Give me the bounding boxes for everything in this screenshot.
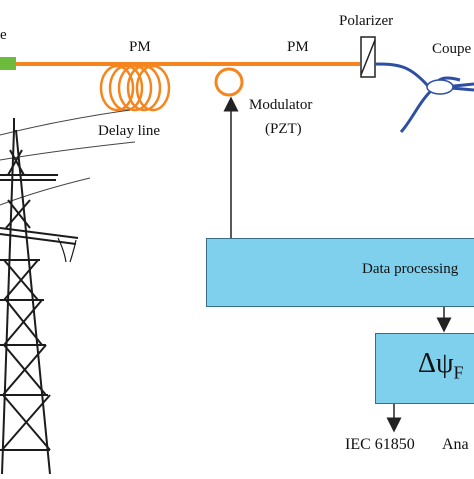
- delay-line-label: Delay line: [98, 123, 161, 139]
- coupler-junction: [426, 79, 454, 95]
- modulator-sub-label: (PZT): [265, 121, 302, 137]
- source-label: e: [0, 27, 7, 43]
- pm-label-right: PM: [287, 39, 309, 55]
- phase-symbol: Δψ: [418, 348, 454, 379]
- phase-subscript: F: [453, 362, 464, 383]
- transmission-tower-icon: [0, 118, 79, 475]
- data-processing-label: Data processing: [362, 261, 459, 277]
- coupler-element: [374, 62, 474, 134]
- polarizer-label: Polarizer: [339, 13, 394, 29]
- light-source: [0, 57, 16, 70]
- delay-line-coil: [99, 64, 171, 112]
- phase-output-box: [375, 333, 474, 404]
- analog-label: Ana: [442, 436, 469, 453]
- polarizer-element: [360, 36, 376, 78]
- phase-symbol-label: ΔψF: [418, 350, 464, 382]
- modulator-coil: [214, 67, 244, 97]
- modulator-label: Modulator: [249, 97, 313, 113]
- iec-label: IEC 61850: [345, 436, 415, 453]
- data-processing-box: [206, 238, 474, 307]
- coupler-label: Coupe: [432, 41, 472, 57]
- pm-label-left: PM: [129, 39, 151, 55]
